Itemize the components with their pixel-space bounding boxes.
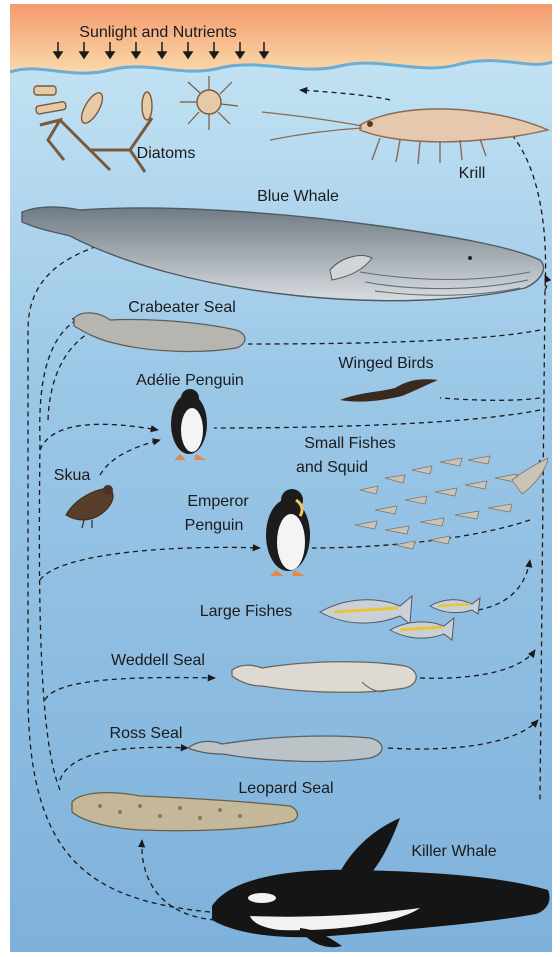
label-killer-whale: Killer Whale (411, 843, 496, 860)
krill-eye (367, 121, 373, 127)
skua-head (103, 485, 113, 495)
emperor-penguin-head (281, 489, 303, 511)
label-blue-whale: Blue Whale (257, 188, 339, 205)
label-small-fishes: Small Fishes (304, 435, 396, 452)
adelie-penguin-belly (181, 408, 203, 452)
blue-whale-eye (468, 256, 472, 260)
label-leopard-seal: Leopard Seal (238, 780, 333, 797)
label-adelie-penguin: Adélie Penguin (136, 372, 244, 389)
label-emperor: Emperor (187, 493, 249, 510)
diatom-cell (142, 92, 152, 120)
diatom-cell (34, 86, 56, 95)
label-diatoms: Diatoms (137, 145, 196, 162)
label-winged-birds: Winged Birds (338, 355, 433, 372)
label-weddell-seal: Weddell Seal (111, 652, 205, 669)
label-skua: Skua (54, 467, 91, 484)
title-sunlight-nutrients: Sunlight and Nutrients (79, 24, 236, 41)
emperor-penguin-belly (277, 514, 305, 570)
label-krill: Krill (459, 165, 486, 182)
label-crabeater-seal: Crabeater Seal (128, 299, 236, 316)
label-and-squid: and Squid (296, 459, 368, 476)
adelie-penguin-head (181, 389, 199, 407)
label-penguin: Penguin (185, 517, 244, 534)
diatom-spiny-cell (197, 90, 221, 114)
label-ross-seal: Ross Seal (110, 725, 183, 742)
label-large-fishes: Large Fishes (200, 603, 293, 620)
killer-whale-eye-patch (248, 893, 276, 903)
